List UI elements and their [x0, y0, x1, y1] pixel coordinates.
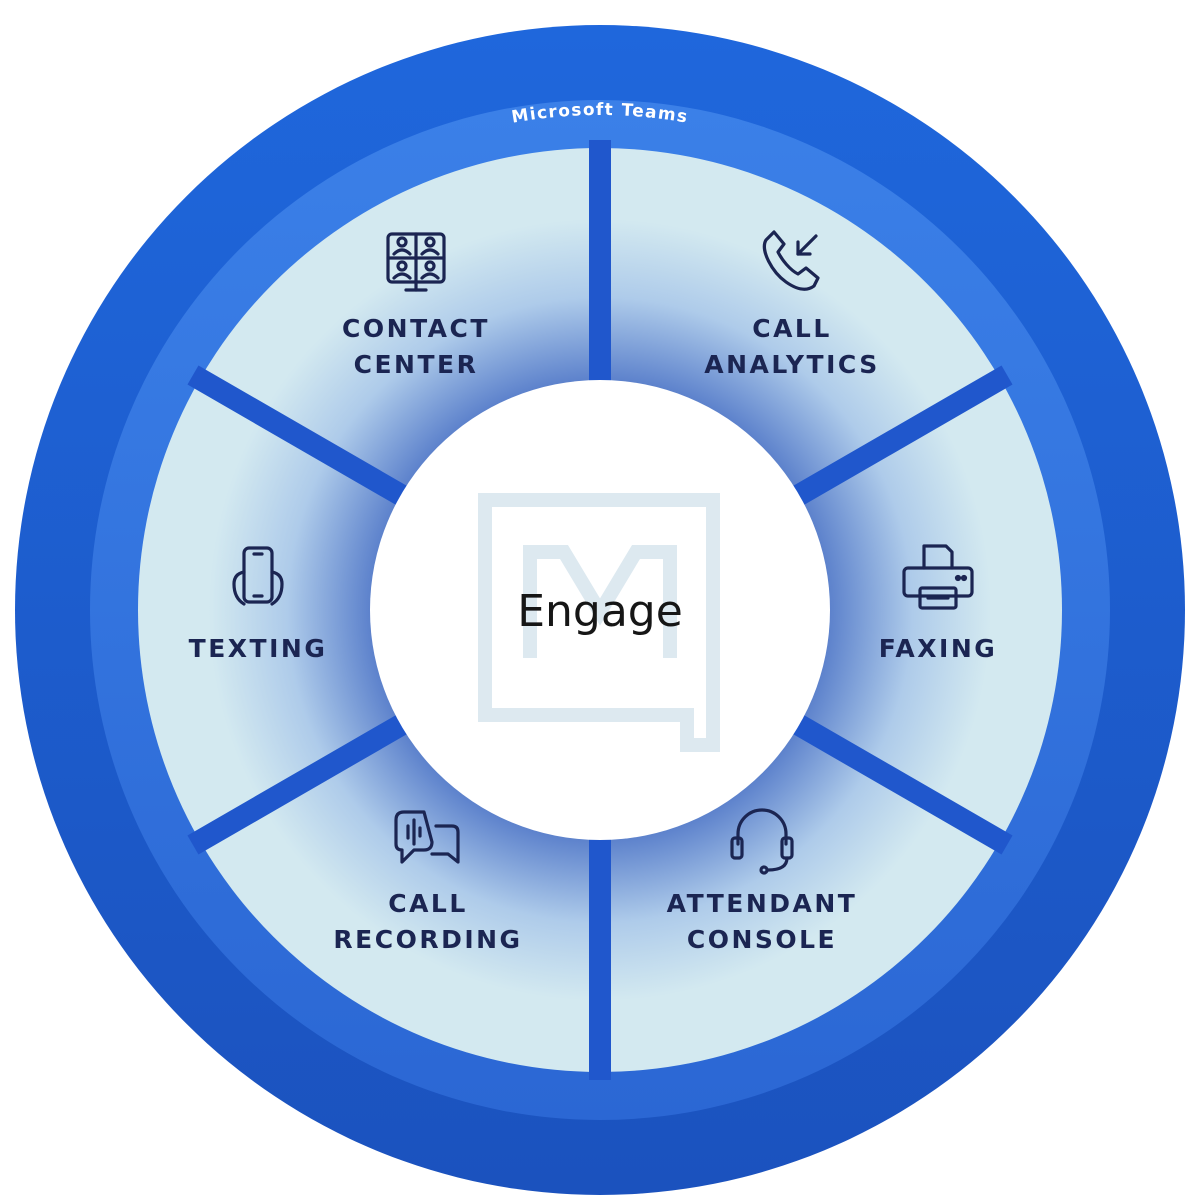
- segment-call-recording[interactable]: CALL RECORDING: [333, 810, 522, 954]
- segment-faxing[interactable]: FAXING: [879, 544, 998, 663]
- segment-label-line1: ATTENDANT: [667, 889, 858, 918]
- segment-label-line1: CALL: [752, 314, 832, 343]
- segment-texting[interactable]: TEXTING: [189, 546, 328, 663]
- headset-icon: [730, 808, 794, 875]
- phone-in-hand-icon: [232, 546, 284, 606]
- incoming-call-icon: [762, 230, 820, 291]
- segment-divider: [767, 700, 1013, 855]
- fax-printer-icon: [902, 544, 974, 610]
- segment-label-line2: CENTER: [354, 350, 479, 379]
- segment-divider: [767, 365, 1013, 520]
- segment-label-line2: ANALYTICS: [704, 350, 879, 379]
- segment-dividers: [187, 140, 1013, 1080]
- segment-label-line1: CALL: [388, 889, 468, 918]
- segment-label-line1: TEXTING: [189, 634, 328, 663]
- segment-label-line2: CONSOLE: [687, 925, 837, 954]
- segment-attendant-console[interactable]: ATTENDANT CONSOLE: [667, 808, 858, 954]
- segment-divider: [187, 700, 433, 855]
- voice-message-icon: [394, 810, 460, 864]
- segment-call-analytics[interactable]: CALL ANALYTICS: [704, 230, 879, 379]
- video-conference-grid-icon: [386, 232, 446, 292]
- segment-label-line1: FAXING: [879, 634, 998, 663]
- segment-contact-center[interactable]: CONTACT CENTER: [342, 232, 490, 379]
- segment-divider: [187, 365, 433, 520]
- center-label: Engage: [517, 586, 683, 637]
- m-speech-bubble-logo: [478, 493, 720, 752]
- segment-label-line1: CONTACT: [342, 314, 490, 343]
- segment-label-line2: RECORDING: [333, 925, 522, 954]
